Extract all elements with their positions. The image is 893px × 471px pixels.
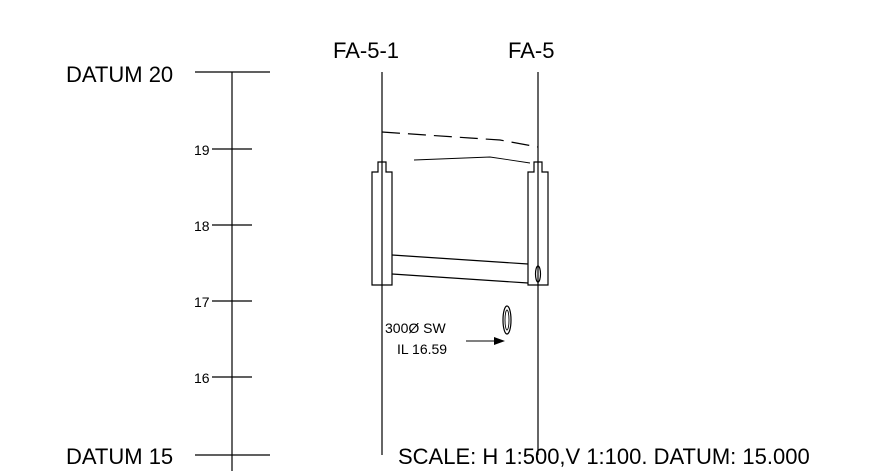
pipe-bottom-line [391,273,529,284]
pipe-size-text: 300Ø SW [385,320,446,336]
pipe-section-inner [504,309,510,331]
manhole-label-fa-5: FA-5 [508,38,554,63]
tick-label-16: 16 [194,370,210,386]
pipe-top-line [391,254,529,265]
finished-level-line [413,156,531,164]
manhole-label-fa-5-1: FA-5-1 [333,38,399,63]
existing-ground-line [381,131,539,148]
manhole-fa-5-1 [371,161,393,286]
manhole-fa-5 [527,161,549,286]
pipe-section-symbol [502,305,512,335]
tick-label-18: 18 [194,218,210,234]
datum-axis: DATUM 20 DATUM 15 19 18 17 16 [66,62,270,471]
scale-note: SCALE: H 1:500,V 1:100. DATUM: 15.000 [398,444,810,469]
arrow-head-icon [494,337,505,345]
tick-label-19: 19 [194,142,210,158]
datum-bottom-label: DATUM 15 [66,444,173,469]
pipe-invert-text: IL 16.59 [397,341,447,357]
pipe-outlet-ellipse [534,265,542,283]
tick-label-17: 17 [194,294,210,310]
datum-top-label: DATUM 20 [66,62,173,87]
